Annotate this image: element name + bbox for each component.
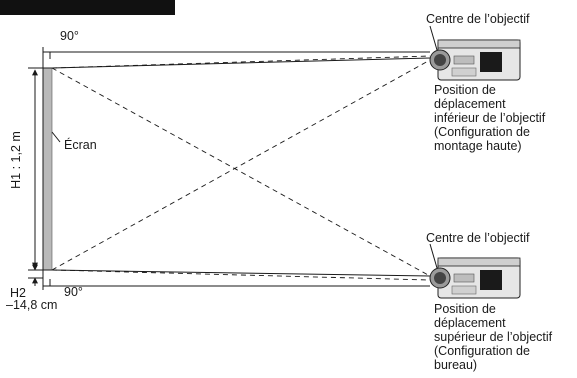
caption-bottom: Position de déplacement supérieur de l’o… — [434, 302, 577, 372]
right-angle-marker-bottom — [43, 279, 51, 287]
caption-bottom-line-3: supérieur de l’objectif — [434, 330, 553, 344]
caption-top-line-2: déplacement — [434, 97, 506, 111]
caption-top-line-3: inférieur de l’objectif — [434, 111, 546, 125]
h2-label: H2 — [10, 286, 26, 300]
screen-label: Écran — [64, 138, 97, 152]
lens-center-label-bottom: Centre de l’objectif — [426, 231, 530, 245]
projector-bottom-icon — [429, 257, 521, 299]
lens-center-leader-bottom — [429, 243, 438, 269]
ray-bottom-to-bottom — [51, 269, 431, 281]
right-angle-marker-top — [43, 51, 51, 59]
angle-label-bottom: 90° — [64, 285, 83, 299]
caption-top-line-1: Position de — [434, 83, 496, 97]
caption-bottom-line-5: bureau) — [434, 358, 478, 372]
caption-bottom-line-2: déplacement — [434, 316, 506, 330]
caption-bottom-line-1: Position de — [434, 302, 496, 316]
projector-top-icon — [429, 39, 521, 81]
caption-bottom-line-4: (Configuration de — [434, 344, 530, 358]
ray-top-to-top — [51, 55, 431, 69]
caption-top-line-4: (Configuration de — [434, 125, 530, 139]
ray-top-to-bottom — [51, 59, 431, 271]
screen-panel — [42, 67, 53, 271]
header-bar — [0, 0, 175, 15]
caption-top: Position de déplacement inférieur de l’o… — [434, 83, 577, 153]
angle-label-top: 90° — [60, 29, 79, 43]
bottom-axis-line-2 — [51, 269, 431, 277]
caption-top-line-5: montage haute) — [434, 139, 522, 153]
lens-center-leader-top — [429, 25, 438, 51]
ray-bottom-to-top — [51, 67, 431, 277]
screen-label-leader — [51, 131, 61, 143]
lens-center-label-top: Centre de l’objectif — [426, 12, 530, 26]
h1-dimension-label: H1 : 1,2 m — [9, 131, 23, 189]
h2-value-label: –14,8 cm — [6, 298, 58, 312]
